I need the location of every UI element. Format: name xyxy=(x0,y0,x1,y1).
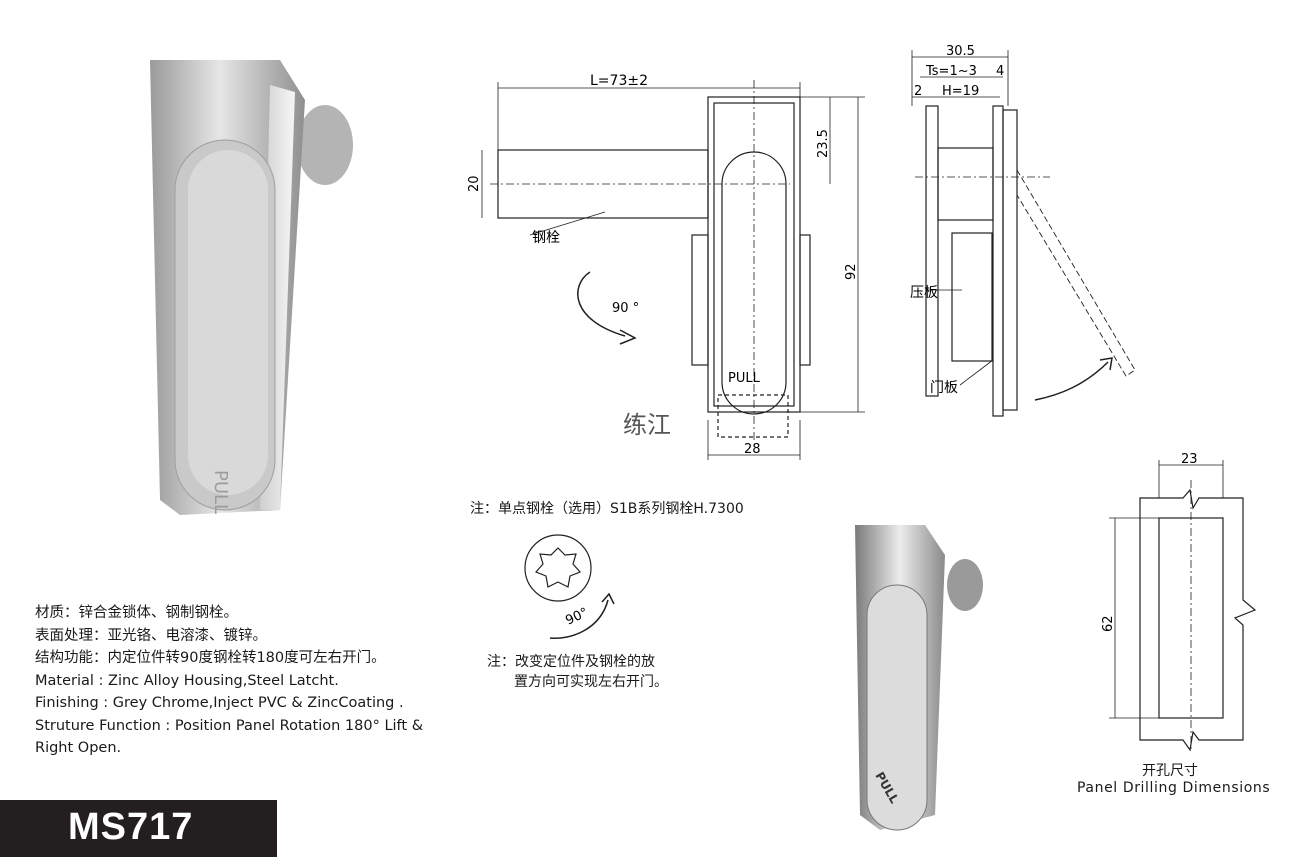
dim-width: 28 xyxy=(744,442,761,457)
dim-depth-total: 30.5 xyxy=(946,44,975,59)
product-photo-small: PULL xyxy=(855,525,983,831)
side-view-drawing: 30.5 Ts=1~3 4 2 H=19 压板 门板 xyxy=(910,44,1136,417)
dim-offset-4: 4 xyxy=(996,64,1004,79)
dim-cutout-width: 23 xyxy=(1181,452,1198,467)
dim-top-offset: 23.5 xyxy=(816,129,831,158)
spec-line: 表面处理：亚光铬、电溶漆、镀锌。 xyxy=(35,627,267,644)
panel-drilling-title-cn: 开孔尺寸 xyxy=(1142,763,1198,779)
dim-length: L=73±2 xyxy=(590,73,648,89)
dim-handle-height: H=19 xyxy=(942,84,979,99)
positioning-rotation-diagram: 90° xyxy=(524,534,615,639)
panel-drilling-title-en: Panel Drilling Dimensions xyxy=(1077,780,1271,796)
dim-offset-2: 2 xyxy=(914,84,922,99)
label-bolt: 钢栓 xyxy=(532,230,560,246)
panel-cutout-drawing: 23 62 xyxy=(1101,452,1257,752)
svg-text:PULL: PULL xyxy=(210,470,231,514)
note-direction-line1: 注：改变定位件及钢栓的放 xyxy=(487,654,655,670)
label-door-panel: 门板 xyxy=(930,380,958,396)
spec-line: Right Open. xyxy=(35,740,122,756)
model-number: MS717 xyxy=(68,806,194,848)
dim-total-height: 92 xyxy=(844,263,859,280)
dim-cutout-height: 62 xyxy=(1101,615,1116,632)
product-photo-large: PULL xyxy=(150,60,353,515)
spec-line: Finishing : Grey Chrome,Inject PVC & Zin… xyxy=(35,695,404,711)
label-pull: PULL xyxy=(728,371,761,386)
note-direction-line2: 置方向可实现左右开门。 xyxy=(514,674,668,690)
spec-line: Struture Function : Position Panel Rotat… xyxy=(35,717,424,734)
label-rotation: 90 ° xyxy=(612,301,639,316)
dim-panel-thickness: Ts=1~3 xyxy=(925,64,977,79)
dim-bolt-height: 20 xyxy=(467,175,482,192)
front-view-drawing: L=73±2 20 23.5 92 28 钢栓 90 ° PULL 练江 xyxy=(467,73,865,460)
note-bolt: 注：单点钢栓（选用）S1B系列钢栓H.7300 xyxy=(470,501,744,517)
model-badge xyxy=(0,800,277,857)
spec-line: 结构功能：内定位件转90度钢栓转180度可左右开门。 xyxy=(35,650,386,666)
spec-line: 材质：锌合金锁体、钢制钢栓。 xyxy=(35,605,238,621)
specifications: 材质：锌合金锁体、钢制钢栓。 表面处理：亚光铬、电溶漆、镀锌。 结构功能：内定位… xyxy=(35,602,475,760)
spec-line: Material : Zinc Alloy Housing,Steel Latc… xyxy=(35,672,339,689)
label-pressure-plate: 压板 xyxy=(910,285,938,301)
label-rotation-small: 90° xyxy=(563,605,590,628)
watermark: 练江 xyxy=(623,411,671,439)
